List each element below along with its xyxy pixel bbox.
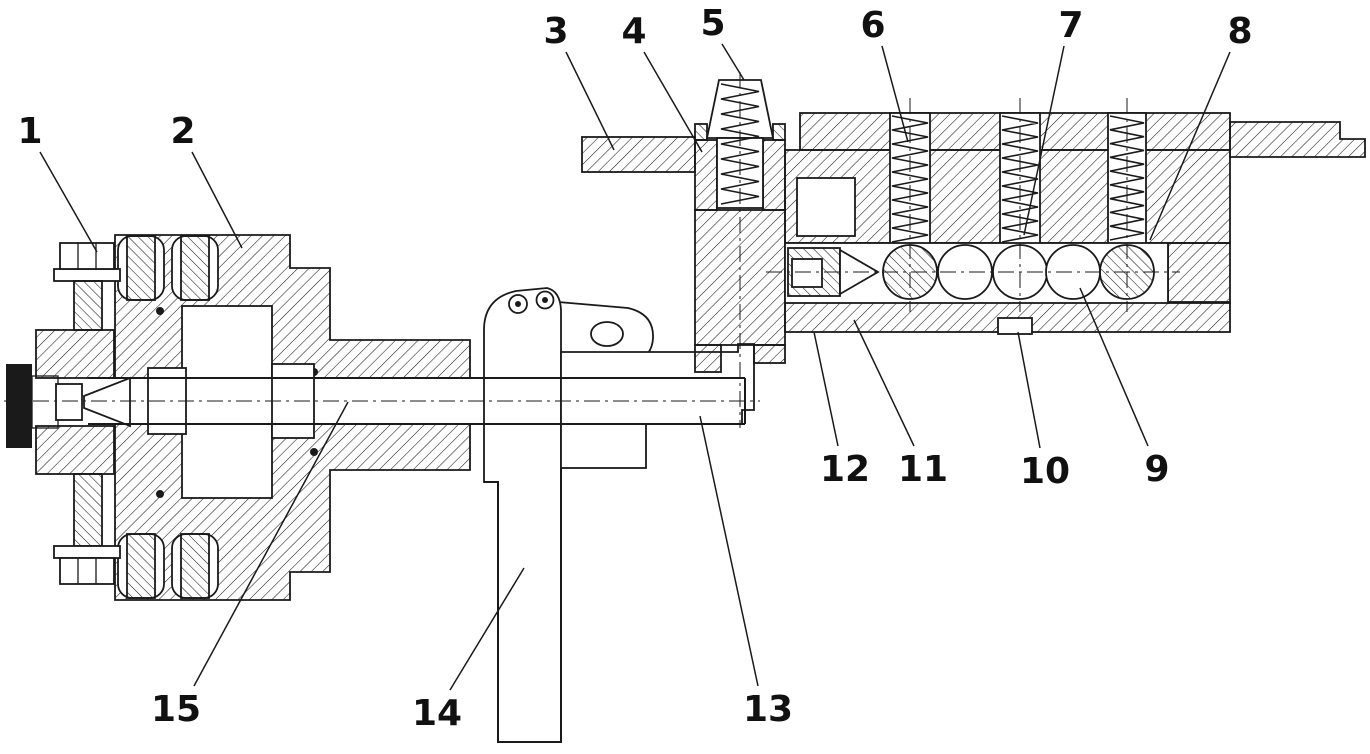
leader-line-1 — [39, 151, 98, 253]
hex-bolt-head — [59, 242, 115, 270]
leader-line-14 — [449, 567, 525, 691]
leader-line-7 — [1023, 45, 1065, 236]
bolt-shank-section — [180, 235, 210, 301]
part-label-11: 11 — [898, 449, 948, 490]
shaft-edges — [88, 377, 746, 425]
o-ring-dot — [156, 490, 164, 498]
part-label-15: 15 — [151, 689, 201, 730]
leader-line-13 — [699, 415, 759, 687]
adjuster-spring — [720, 83, 760, 205]
left-flange-plate — [581, 136, 696, 173]
part-label-13: 13 — [743, 689, 793, 730]
adjuster-column-wall — [762, 139, 786, 211]
part-label-14: 14 — [412, 693, 462, 734]
hex-bolt-washer — [53, 268, 121, 282]
part-label-6: 6 — [860, 5, 885, 46]
end-cap-section — [35, 425, 115, 475]
o-ring-dot — [310, 448, 318, 456]
leader-line-12 — [813, 331, 839, 447]
valve-body-assembly — [581, 79, 1366, 373]
leader-line-2 — [191, 151, 243, 249]
coil-spring — [1001, 115, 1039, 243]
o-ring-dot — [156, 307, 164, 315]
right-flange-plate — [1229, 121, 1366, 158]
fork-pin-hole — [590, 321, 624, 347]
arm-step-block — [560, 423, 647, 469]
pin-center-dot — [515, 301, 521, 307]
rocker-arm — [560, 343, 755, 425]
centerlines — [4, 72, 1180, 428]
hex-bolt-shank — [73, 473, 103, 547]
body-pocket — [796, 177, 856, 237]
leader-line-5 — [721, 43, 745, 81]
shaft-end-block — [6, 364, 32, 448]
bolt-shank-section — [126, 235, 156, 301]
adjuster-ear — [694, 123, 708, 141]
adjuster-column-wall — [694, 139, 718, 211]
leader-line-6 — [881, 45, 909, 143]
lever-bar-outline — [484, 468, 562, 743]
bolt-shank-section — [126, 533, 156, 599]
hex-bolt-head — [59, 557, 115, 585]
leader-line-11 — [853, 319, 915, 447]
bolt-shank-section — [180, 533, 210, 599]
coil-spring — [1109, 115, 1145, 241]
fork-body — [483, 287, 562, 483]
leader-line-4 — [643, 51, 703, 153]
part-label-1: 1 — [17, 111, 42, 152]
part-label-4: 4 — [621, 11, 646, 52]
lever-bar-fill — [498, 468, 561, 744]
part-label-12: 12 — [820, 449, 870, 490]
part-label-10: 10 — [1020, 451, 1070, 492]
shaft-outline — [88, 377, 746, 425]
part-label-5: 5 — [700, 3, 725, 44]
shaft-tip-cone — [83, 376, 131, 428]
part-label-2: 2 — [170, 111, 195, 152]
adjuster-ear — [772, 123, 786, 141]
bottom-notch — [997, 317, 1033, 335]
leader-line-3 — [565, 51, 615, 151]
hex-bolt-shank — [73, 280, 103, 331]
part-label-7: 7 — [1058, 5, 1083, 46]
column-foot — [694, 344, 722, 373]
coil-spring — [891, 115, 929, 243]
end-cap-section — [35, 329, 115, 379]
leader-line-8 — [1149, 51, 1231, 241]
leader-line-10 — [1017, 331, 1041, 449]
shaft-nut — [55, 383, 83, 421]
pin-center-dot — [542, 297, 548, 303]
part-label-8: 8 — [1227, 11, 1252, 52]
leader-line-9 — [1079, 287, 1149, 447]
hex-bolt-washer — [53, 545, 121, 559]
column-foot — [753, 344, 786, 364]
plug-inner-bore — [791, 258, 823, 288]
body-right-wall — [1167, 242, 1231, 304]
leader-line-15 — [193, 401, 349, 687]
part-label-3: 3 — [543, 11, 568, 52]
part-label-9: 9 — [1144, 449, 1169, 490]
shaft-end-collar — [31, 375, 59, 429]
